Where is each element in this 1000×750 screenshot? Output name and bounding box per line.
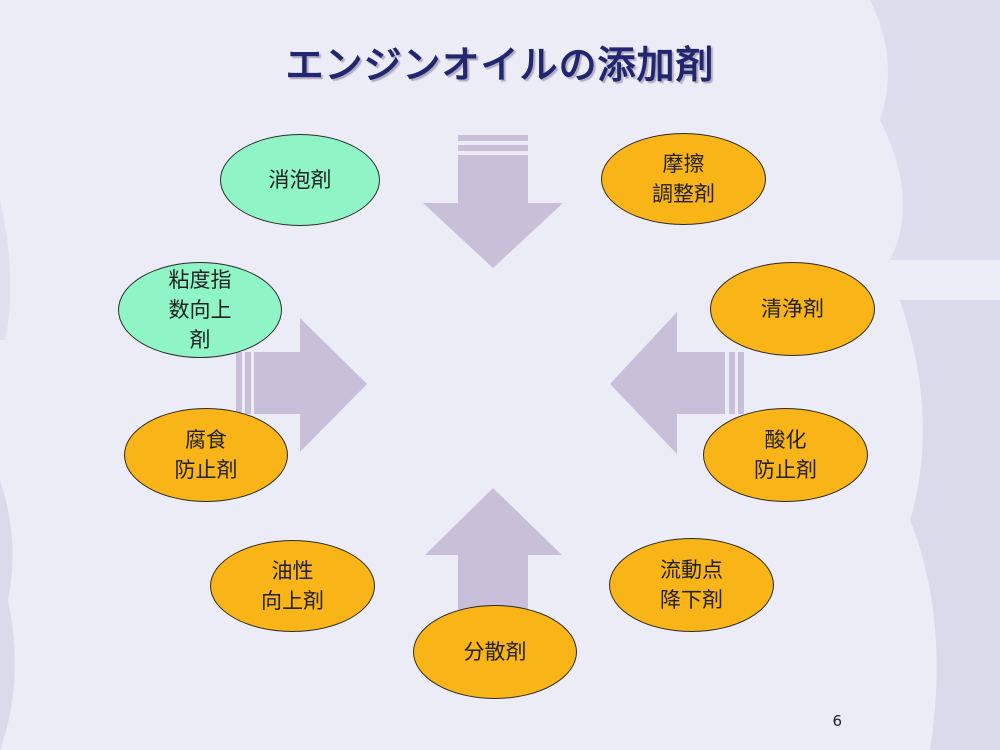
antifoam-oval: 消泡剤 — [220, 134, 380, 226]
viscosity-improver-oval: 粘度指 数向上 剤 — [118, 262, 282, 358]
detergent-oval: 清浄剤 — [710, 262, 875, 356]
arrow-left — [610, 312, 744, 454]
antioxidant-oval: 酸化 防止剤 — [703, 408, 868, 502]
oiliness-improver-oval: 油性 向上剤 — [210, 540, 375, 632]
arrow-down — [423, 135, 563, 268]
page-number: 6 — [832, 712, 842, 730]
dispersant-oval: 分散剤 — [413, 605, 577, 699]
friction-modifier-oval: 摩擦 調整剤 — [601, 133, 766, 225]
page-title: エンジンオイルの添加剤 — [285, 42, 715, 87]
arrow-right — [236, 318, 367, 452]
pour-point-depressant-oval: 流動点 降下剤 — [609, 538, 774, 632]
arrow-up — [425, 488, 562, 610]
corrosion-inhibitor-oval: 腐食 防止剤 — [124, 408, 288, 502]
